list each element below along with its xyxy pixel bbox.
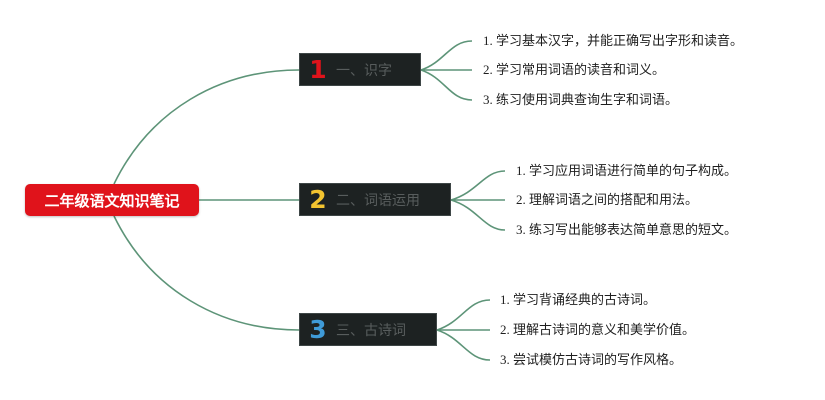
connector-branch-1-leaf-1 (420, 40, 473, 71)
connector-root-branch-3 (113, 215, 300, 331)
connector-branch-2-leaf-3 (450, 199, 506, 231)
branch-topic-ancient-poetry[interactable]: 3 三、古诗词 (299, 313, 437, 346)
connector-root-branch-1 (113, 69, 300, 185)
leaf-topic[interactable]: 2. 理解词语之间的搭配和用法。 (516, 192, 699, 207)
branch-label: 一、识字 (336, 62, 392, 79)
leaf-topic[interactable]: 2. 学习常用词语的读音和词义。 (483, 62, 666, 77)
root-topic[interactable]: 二年级语文知识笔记 (25, 184, 199, 216)
leaf-topic[interactable]: 1. 学习背诵经典的古诗词。 (500, 292, 657, 307)
number-3-icon: 3 (309, 315, 327, 344)
connector-branch-3-leaf-3 (436, 329, 491, 361)
branch-topic-literacy[interactable]: 1 一、识字 (299, 53, 421, 86)
branch-label: 二、词语运用 (336, 192, 420, 209)
leaf-topic[interactable]: 2. 理解古诗词的意义和美学价值。 (500, 322, 696, 337)
branch-label: 三、古诗词 (336, 322, 406, 339)
connector-branch-2-leaf-1 (450, 170, 506, 201)
connector-branch-1-leaf-3 (420, 69, 473, 101)
leaf-topic[interactable]: 3. 尝试模仿古诗词的写作风格。 (500, 352, 683, 367)
number-1-icon: 1 (309, 55, 327, 84)
number-2-icon: 2 (309, 185, 327, 214)
branch-topic-word-usage[interactable]: 2 二、词语运用 (299, 183, 451, 216)
connector-branch-3-leaf-1 (436, 299, 491, 331)
leaf-topic[interactable]: 1. 学习基本汉字，并能正确写出字形和读音。 (483, 33, 744, 48)
leaf-topic[interactable]: 1. 学习应用词语进行简单的句子构成。 (516, 163, 738, 178)
leaf-topic[interactable]: 3. 练习使用词典查询生字和词语。 (483, 92, 679, 107)
leaf-topic[interactable]: 3. 练习写出能够表达简单意思的短文。 (516, 222, 738, 237)
